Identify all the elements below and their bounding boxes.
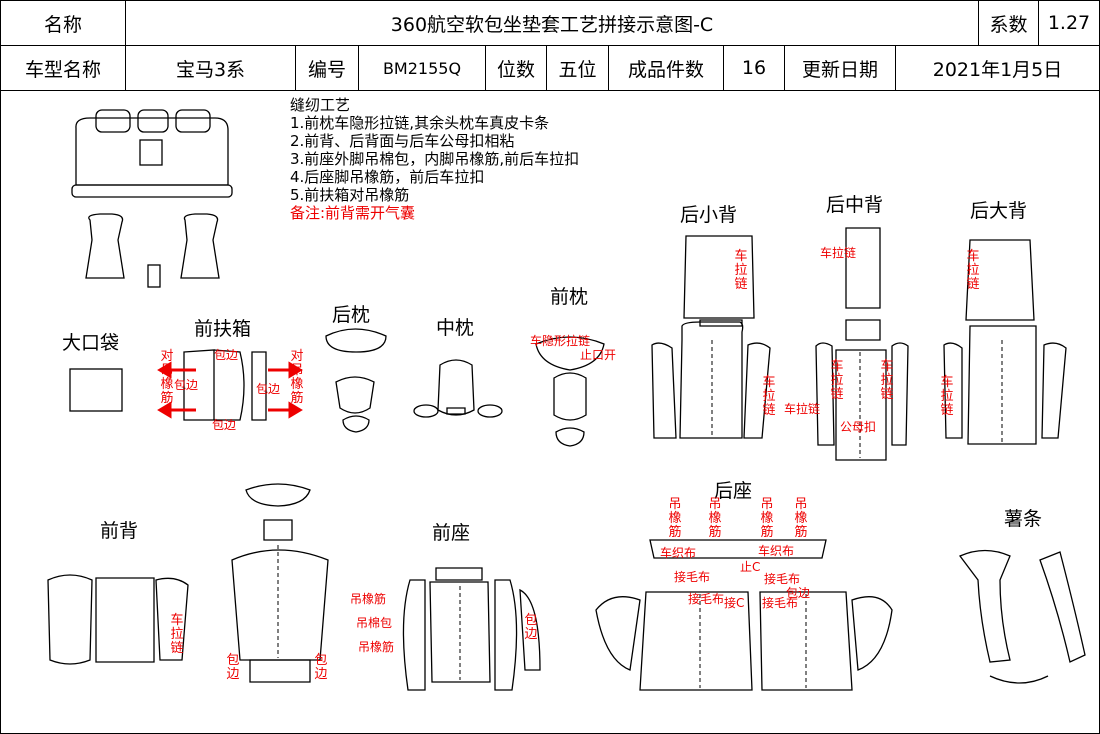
rear-big-back-label: 后大背 <box>970 200 1028 222</box>
rear-small-back-label: 后小背 <box>680 204 738 226</box>
rear-pillow-pieces <box>325 328 387 433</box>
front-back-label: 前背 <box>100 520 139 542</box>
sewing-notes: 缝纫工艺 1.前枕车隐形拉链,其余头枕车真皮卡条 2.前背、后背面与后车公母扣相… <box>290 96 579 222</box>
big-pocket-shape <box>69 368 123 412</box>
note-item: 1.前枕车隐形拉链,其余头枕车真皮卡条 <box>290 114 550 132</box>
rear-seat-woven-right: 车织布 <box>758 544 795 558</box>
seat-thumbnail <box>71 109 233 288</box>
strip-pieces <box>958 549 1086 684</box>
front-back-zip: 车拉链 <box>170 613 184 656</box>
rear-seat-stop: 止C <box>740 560 761 574</box>
note-item: 4.后座脚吊橡筋，前后车拉扣 <box>290 168 485 186</box>
small-back-side-zip: 车拉链 <box>762 375 776 418</box>
mid-back-zip-left: 车拉链 <box>830 359 844 402</box>
front-seat-hang-cotton: 吊棉包 <box>356 616 393 630</box>
rear-seat-join-furry-left: 接毛布 <box>674 570 711 584</box>
front-seat-pieces <box>402 567 541 691</box>
front-seat-edge: 包边 <box>524 613 538 642</box>
big-pocket-label: 大口袋 <box>62 332 120 354</box>
rear-seat-hang-2: 吊橡筋 <box>708 497 722 540</box>
front-back-pieces <box>47 483 329 683</box>
small-back-zip: 车拉链 <box>734 249 748 292</box>
rear-seat-hang-4: 吊橡筋 <box>794 497 808 540</box>
rear-seat-woven-left: 车织布 <box>660 546 697 560</box>
rear-seat-edge: 包边 <box>786 586 811 600</box>
armrest-hang-left: 对吊橡筋 <box>160 349 174 406</box>
arrow-group <box>157 361 303 419</box>
big-back-zip: 车拉链 <box>966 249 980 292</box>
strip-label: 薯条 <box>1004 508 1043 530</box>
mid-back-zip: 车拉链 <box>820 246 857 260</box>
rear-big-back-pieces <box>943 239 1067 445</box>
front-seat-label: 前座 <box>432 522 471 544</box>
rear-seat-join-furry-bottom: 接毛布 <box>688 592 725 606</box>
rear-pillow-label: 后枕 <box>332 304 371 326</box>
front-back-edge-right: 包边 <box>314 653 328 682</box>
front-seat-hang-rubber-2: 吊橡筋 <box>358 640 395 654</box>
mid-back-male-female: 公母扣 <box>840 420 877 434</box>
big-back-side-zip: 车拉链 <box>940 375 954 418</box>
armrest-edge-top: 包边 <box>214 348 239 362</box>
front-armrest-label: 前扶箱 <box>194 318 252 340</box>
mid-pillow-pieces <box>413 359 503 418</box>
front-seat-hang-rubber: 吊橡筋 <box>350 592 387 606</box>
rear-mid-back-label: 后中背 <box>826 194 884 216</box>
rear-seat-join: 接C <box>724 596 745 610</box>
armrest-pieces <box>183 349 267 421</box>
mid-back-pull-zip: 车拉链 <box>784 402 821 416</box>
rear-seat-hang-1: 吊橡筋 <box>668 497 682 540</box>
notes-remark: 备注:前背需开气囊 <box>290 204 416 222</box>
rear-seat-join-furry-right: 接毛布 <box>764 572 801 586</box>
notes-title: 缝纫工艺 <box>290 96 351 114</box>
front-pillow-label: 前枕 <box>550 286 589 308</box>
rear-seat-hang-3: 吊橡筋 <box>760 497 774 540</box>
front-back-edge-left: 包边 <box>226 653 240 682</box>
armrest-hang-right: 对吊橡筋 <box>290 349 304 406</box>
note-item: 2.前背、后背面与后车公母扣相粘 <box>290 132 515 150</box>
mid-back-zip-right: 车拉链 <box>880 359 894 402</box>
front-pillow-zip: 车隐形拉链 <box>530 334 591 348</box>
rear-mid-back-pieces <box>815 227 909 461</box>
armrest-edge-right: 包边 <box>256 382 281 396</box>
armrest-edge-left: 包边 <box>174 378 199 392</box>
armrest-edge-bottom: 包边 <box>212 418 237 432</box>
mid-pillow-label: 中枕 <box>436 317 475 339</box>
front-pillow-stop: 止口开 <box>580 348 617 362</box>
rear-small-back-pieces <box>651 235 771 439</box>
rear-seat-pieces <box>595 539 893 691</box>
front-pillow-pieces <box>535 336 605 447</box>
rear-seat-join-furry-right2: 接毛布 <box>762 596 799 610</box>
rear-seat-label: 后座 <box>714 480 753 502</box>
note-item: 5.前扶箱对吊橡筋 <box>290 186 410 204</box>
note-item: 3.前座外脚吊棉包，内脚吊橡筋,前后车拉扣 <box>290 150 580 168</box>
